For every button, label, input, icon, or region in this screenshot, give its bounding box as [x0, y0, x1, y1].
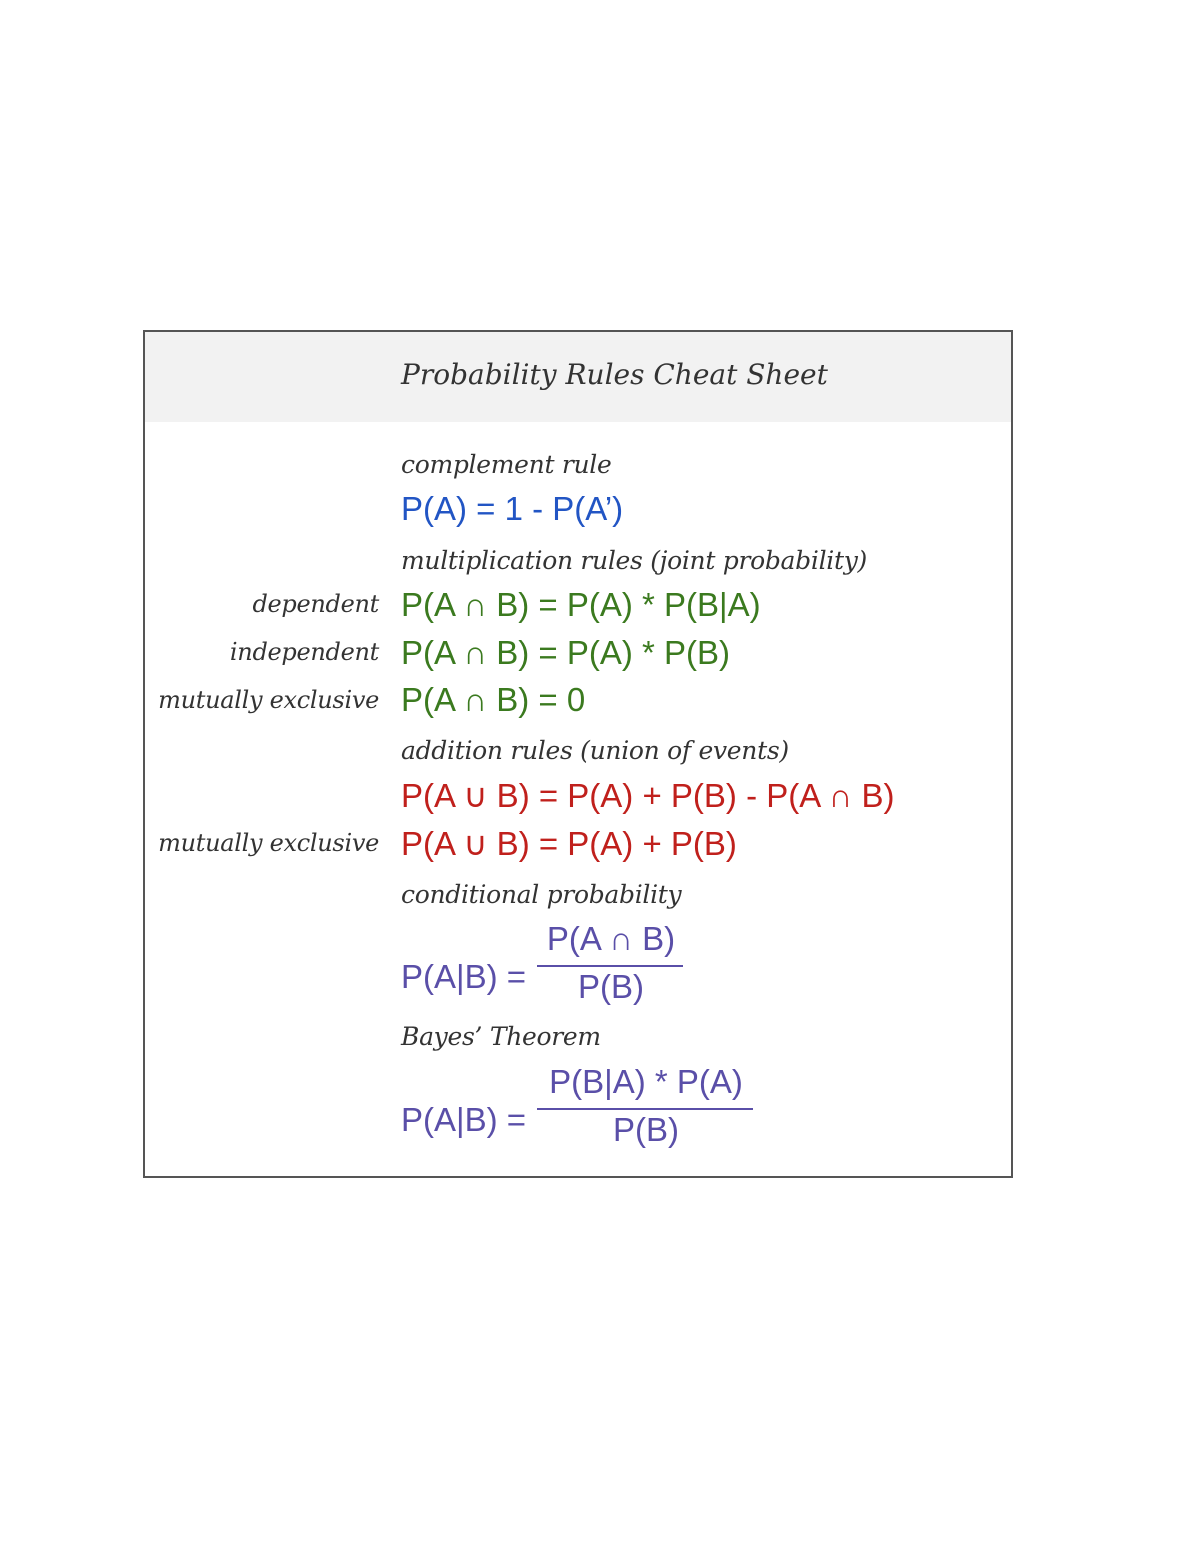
multiplication-formula-independent: P(A ∩ B) = P(A) * P(B): [401, 634, 731, 671]
complement-formula: P(A) = 1 - P(A’): [401, 490, 624, 527]
bayes-denominator: P(B): [613, 1111, 679, 1148]
cheat-sheet-card: Probability Rules Cheat Sheet complement…: [143, 330, 1013, 1178]
addition-formula-mutually-exclusive: P(A ∪ B) = P(A) + P(B): [401, 825, 737, 862]
conditional-lhs: P(A|B) =: [401, 958, 527, 995]
bayes-numerator: P(B|A) * P(A): [549, 1063, 743, 1100]
multiplication-label-independent: independent: [229, 638, 379, 666]
conditional-denominator: P(B): [578, 968, 644, 1005]
multiplication-label-mutually-exclusive: mutually exclusive: [158, 686, 379, 714]
card-header: Probability Rules Cheat Sheet: [145, 332, 1011, 422]
multiplication-formula-dependent: P(A ∩ B) = P(A) * P(B|A): [401, 586, 761, 623]
addition-formula-general: P(A ∪ B) = P(A) + P(B) - P(A ∩ B): [401, 777, 895, 814]
conditional-fraction: P(A|B) = P(A ∩ B) P(B): [401, 920, 701, 1024]
addition-label-mutually-exclusive: mutually exclusive: [158, 829, 379, 857]
addition-caption: addition rules (union of events): [401, 736, 789, 765]
complement-caption: complement rule: [401, 450, 612, 479]
conditional-fraction-bar: [537, 965, 683, 967]
bayes-lhs: P(A|B) =: [401, 1101, 527, 1138]
bayes-fraction: P(A|B) = P(B|A) * P(A) P(B): [401, 1063, 781, 1167]
bayes-fraction-bar: [537, 1108, 753, 1110]
multiplication-formula-mutually-exclusive: P(A ∩ B) = 0: [401, 681, 586, 718]
card-title: Probability Rules Cheat Sheet: [401, 358, 828, 391]
conditional-numerator: P(A ∩ B): [546, 920, 676, 957]
conditional-caption: conditional probability: [401, 880, 682, 909]
multiplication-caption: multiplication rules (joint probability): [401, 546, 867, 575]
multiplication-label-dependent: dependent: [252, 590, 379, 618]
bayes-caption: Bayes’ Theorem: [401, 1022, 601, 1051]
